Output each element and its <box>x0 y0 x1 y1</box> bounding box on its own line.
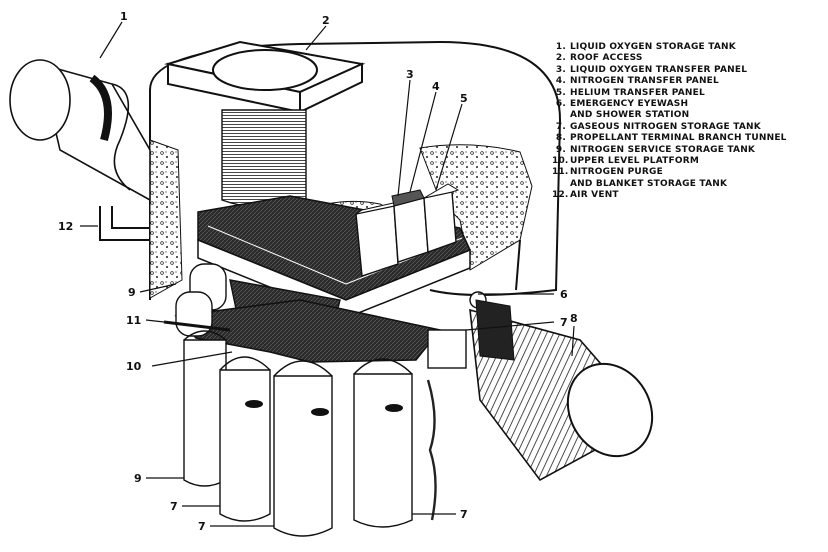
callout-2: 2 <box>322 14 330 27</box>
callout-11: 11 <box>126 314 141 327</box>
legend-item: 3. LIQUID OXYGEN TRANSFER PANEL <box>552 65 822 76</box>
legend-item: 11.NITROGEN PURGE <box>552 167 822 178</box>
legend-item-number: 10. <box>552 156 569 167</box>
legend-item: 5. HELIUM TRANSFER PANEL <box>552 88 822 99</box>
callout-9-lower: 9 <box>134 472 142 485</box>
callout-7-lower-a: 7 <box>170 500 178 513</box>
callout-numbers: 1 2 3 4 5 6 7 8 9 11 10 12 9 7 7 7 <box>58 10 578 533</box>
legend-item: 2. ROOF ACCESS <box>552 53 822 64</box>
nitrogen-purge-tank <box>163 320 231 332</box>
legend-item: 6. EMERGENCY EYEWASH <box>552 99 822 110</box>
liquid-oxygen-storage-tank <box>9 59 151 202</box>
callout-4: 4 <box>432 80 440 93</box>
legend-item-label: NITROGEN SERVICE STORAGE TANK <box>570 144 756 155</box>
callout-12: 12 <box>58 220 73 233</box>
propellant-terminal-branch-tunnel <box>469 299 654 482</box>
concrete-wall-left <box>149 139 183 299</box>
air-vent <box>99 206 150 241</box>
legend-item-continuation: AND BLANKET STORAGE TANK <box>570 178 728 189</box>
callout-10: 10 <box>126 360 142 373</box>
emergency-eyewash-station <box>427 291 487 369</box>
legend-item-label: ROOF ACCESS <box>570 53 643 64</box>
legend-item-number: 6. <box>555 99 566 110</box>
legend-item: 7. GASEOUS NITROGEN STORAGE TANK <box>552 122 822 133</box>
callout-5: 5 <box>460 92 468 105</box>
legend-item-number: 9. <box>555 144 566 155</box>
legend-item-label: EMERGENCY EYEWASH <box>570 99 689 110</box>
callout-3: 3 <box>406 68 414 81</box>
lower-storage-cylinders <box>183 330 413 537</box>
legend-item-label: NITROGEN TRANSFER PANEL <box>570 76 719 87</box>
legend-item-label: NITROGEN PURGE <box>570 167 663 178</box>
callout-7-lower-b: 7 <box>198 520 206 533</box>
liquid-oxygen-transfer-panel <box>355 201 400 277</box>
legend: 1. LIQUID OXYGEN STORAGE TANK 2. ROOF ACCES… <box>552 42 822 202</box>
legend-item-number: 8. <box>555 133 566 144</box>
legend-item-label: LIQUID OXYGEN STORAGE TANK <box>570 42 736 52</box>
callout-7-right: 7 <box>560 316 568 329</box>
legend-item: 9. NITROGEN SERVICE STORAGE TANK <box>552 145 822 156</box>
legend-item-number: 5. <box>555 87 566 98</box>
legend-item: 12.AIR VENT <box>552 190 822 201</box>
legend-item-label: AIR VENT <box>570 190 619 201</box>
callout-1: 1 <box>120 10 128 23</box>
legend-item: 1. LIQUID OXYGEN STORAGE TANK <box>552 42 822 53</box>
legend-item: 4. NITROGEN TRANSFER PANEL <box>552 76 822 87</box>
legend-item: 8. PROPELLANT TERMINAL BRANCH TUNNEL <box>552 133 822 144</box>
callout-9-upper: 9 <box>128 286 136 299</box>
legend-item-number: 2. <box>555 53 566 64</box>
callout-8: 8 <box>570 312 578 325</box>
legend-item-label: PROPELLANT TERMINAL BRANCH TUNNEL <box>570 133 787 144</box>
helium-transfer-panel <box>423 183 460 253</box>
cable-drop <box>426 379 437 521</box>
legend-item-label: GASEOUS NITROGEN STORAGE TANK <box>570 121 761 132</box>
legend-item-number: 7. <box>555 121 566 132</box>
legend-item-label: LIQUID OXYGEN TRANSFER PANEL <box>570 64 748 75</box>
callout-6: 6 <box>560 288 568 301</box>
legend-item-number: 1. <box>555 42 566 52</box>
legend-item-number: 3. <box>555 64 566 75</box>
roof-access-shaft <box>221 109 307 208</box>
nitrogen-transfer-panel <box>391 189 429 263</box>
legend-item-number: 4. <box>555 76 566 87</box>
legend-item-number: 11. <box>552 167 569 178</box>
legend-item-label: UPPER LEVEL PLATFORM <box>570 156 699 167</box>
legend-item-number: 12. <box>552 190 569 201</box>
leader-lines <box>80 21 575 527</box>
legend-item: 10.UPPER LEVEL PLATFORM <box>552 156 822 167</box>
callout-7-lower-c: 7 <box>460 508 468 521</box>
roof-access <box>164 40 366 208</box>
legend-item-label: HELIUM TRANSFER PANEL <box>570 87 705 98</box>
legend-item-continuation: AND SHOWER STATION <box>570 110 690 121</box>
concrete-wall-right <box>419 144 533 271</box>
